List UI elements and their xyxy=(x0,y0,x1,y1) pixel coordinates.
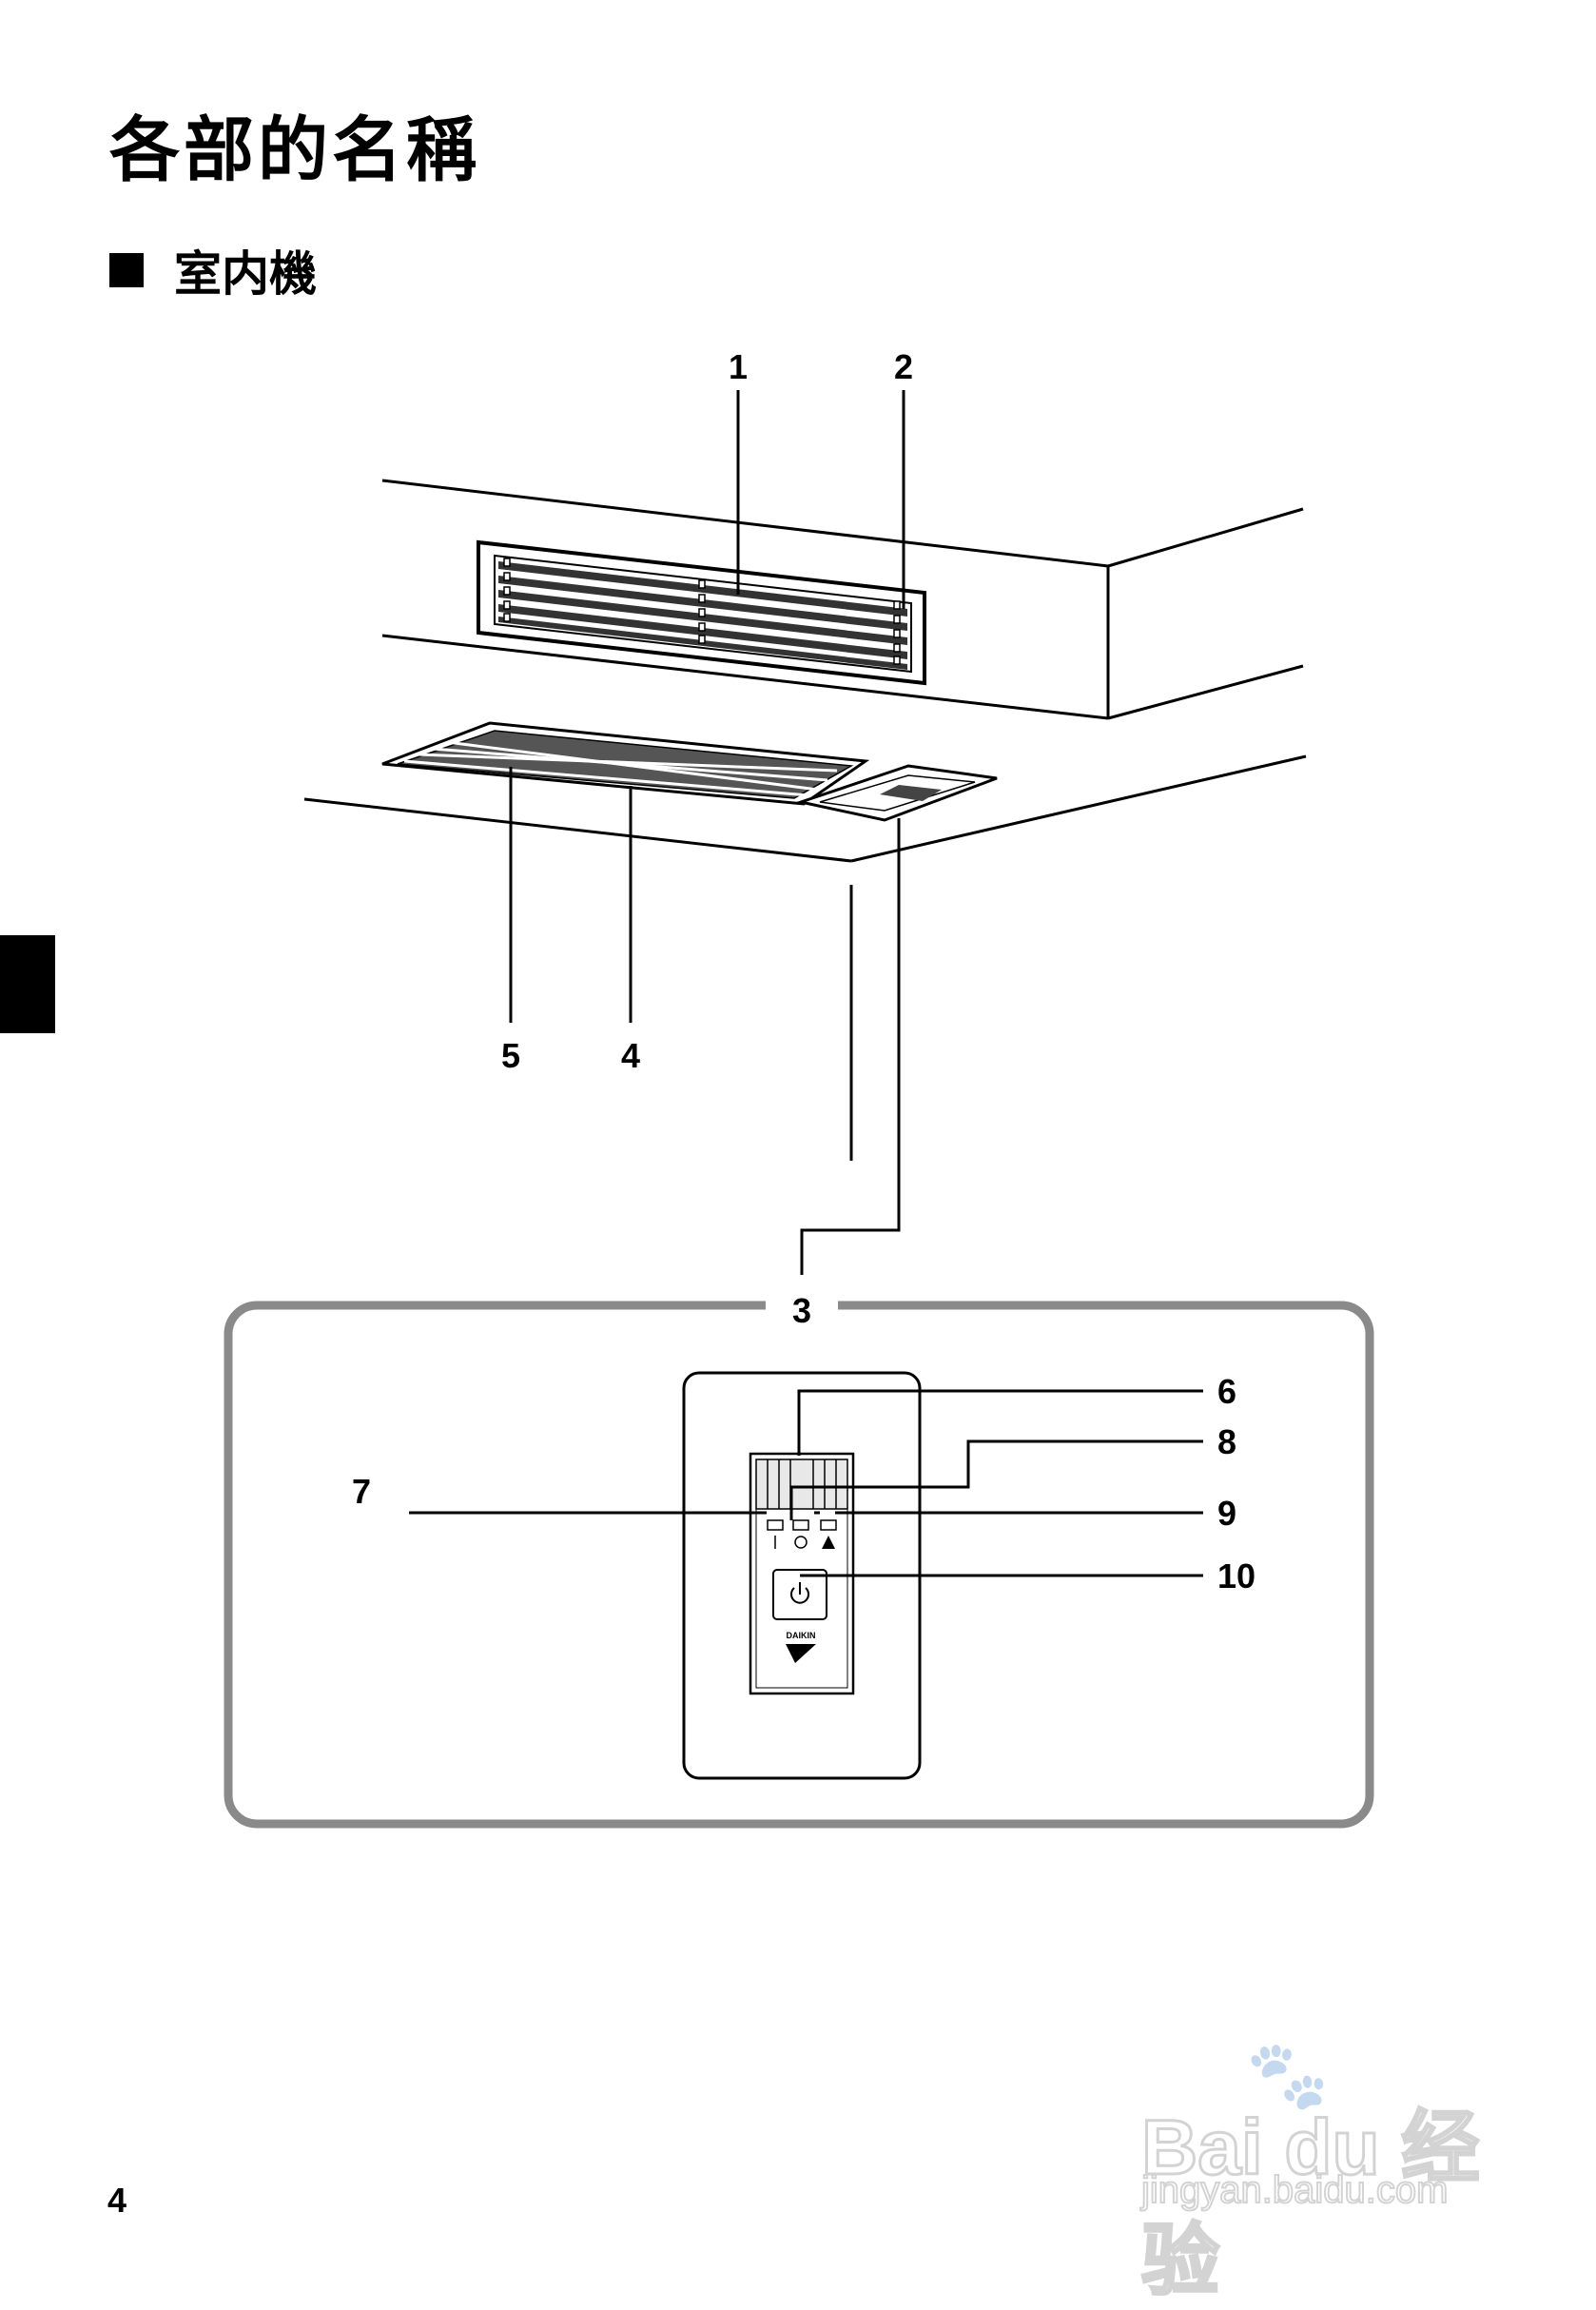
baidu-watermark: 🐾 Bai du 经验 jingyan.baidu.com xyxy=(1132,2036,1512,2306)
callout-10: 10 xyxy=(1217,1556,1255,1595)
receiver-leader-lines xyxy=(409,1389,1203,1577)
signal-receiver-window xyxy=(755,1458,848,1510)
callout-3: 3 xyxy=(792,1291,811,1330)
power-icon xyxy=(790,1582,809,1604)
section-heading: 室内機 xyxy=(109,236,317,304)
callout-7: 7 xyxy=(352,1472,371,1511)
page-title: 各部的名稱 xyxy=(109,109,480,191)
square-bullet-icon xyxy=(109,253,144,287)
chapter-tab xyxy=(0,935,55,1033)
daikin-logo-text: DAIKIN xyxy=(787,1631,816,1640)
timer-lamp-icon xyxy=(792,1519,809,1531)
callout-4: 4 xyxy=(621,1036,640,1075)
ceiling-receiver-unit xyxy=(795,764,998,822)
callout-9: 9 xyxy=(1217,1494,1236,1533)
section-title: 室内機 xyxy=(174,246,317,302)
watermark-url: jingyan.baidu.com xyxy=(1140,2168,1449,2212)
indoor-unit-body xyxy=(381,479,1304,720)
air-inlet-grille xyxy=(381,721,870,806)
leader-lines xyxy=(509,390,905,1275)
callout-6: 6 xyxy=(1217,1372,1236,1411)
daikin-logo-icon xyxy=(786,1644,816,1663)
air-outlet-grille xyxy=(477,539,926,686)
paw-icon: 🐾 xyxy=(1246,2036,1330,2114)
callout-1: 1 xyxy=(729,347,748,386)
callout-8: 8 xyxy=(1217,1422,1236,1461)
page-number: 4 xyxy=(107,2181,127,2220)
home-leave-icon xyxy=(820,1519,837,1531)
callout-2: 2 xyxy=(894,347,913,386)
operation-lamp-icon xyxy=(767,1519,784,1531)
ceiling-plane xyxy=(303,754,1307,1161)
detail-frame xyxy=(224,1286,1374,1829)
callout-5: 5 xyxy=(501,1036,520,1075)
